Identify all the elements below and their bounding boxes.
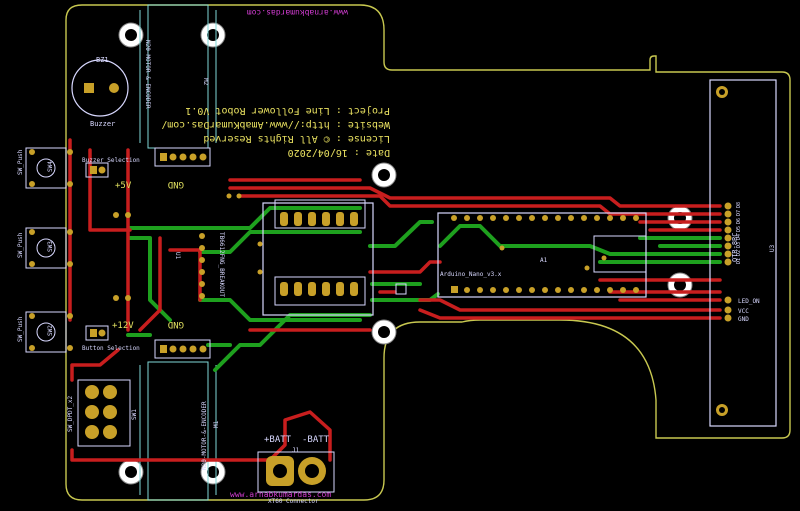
xt60-connector: [257, 451, 335, 493]
net-5v: +5V: [115, 181, 132, 191]
arduino-pins-top: [451, 215, 639, 293]
buzzer-selection-label: Buzzer Selection: [82, 157, 140, 164]
buzzer: [71, 59, 129, 117]
mounting-holes: [118, 22, 693, 485]
website-line: Website : http://www.AmabKumarDas.com/: [161, 119, 390, 130]
dpdt-label: SW_DPDT_x2: [67, 395, 74, 432]
board-outline: [65, 4, 791, 501]
date-line: Date : 16/04/2020: [288, 147, 390, 158]
button-selection-label: Button Selection: [82, 345, 140, 352]
license-line: License : © All Rights Reserved: [203, 133, 390, 144]
project-notes: Project : Line Follower Robot V0.1 Websi…: [161, 105, 390, 158]
qtr-pin-d1: D1: [736, 258, 742, 264]
sw4-ref: SW4: [47, 161, 54, 172]
project-line: Project : Line Follower Robot V0.1: [185, 105, 390, 116]
tb6612-label: TB6612FNG_BREAKOUT: [218, 232, 225, 297]
arduino-nano-module: [437, 212, 647, 298]
m1-ref: M1: [213, 420, 220, 428]
sw-push-2-label: SW_Push: [17, 232, 24, 258]
j1-ref: J1: [292, 447, 300, 454]
qtr-pin-d8: D8: [736, 202, 742, 208]
qtr-pin-labels: D8 D7 D6 D5 D4 D3 D2 D1 LED_ON VCC GND: [736, 202, 760, 323]
qtr-pin-d4: D4: [736, 234, 742, 240]
back-copper-traces: [126, 206, 722, 372]
vias: [113, 193, 607, 301]
sw3-ref: SW3: [47, 241, 54, 252]
top-url: www.arnabkumardas.com: [247, 8, 348, 17]
qtr-pin-d2: D2: [736, 250, 742, 256]
xt60-label: XT60 Connector: [268, 498, 319, 505]
motor-driver-module: [262, 199, 374, 316]
u1-ref: U1: [174, 252, 181, 260]
net-gnd-top: GND: [168, 179, 184, 189]
buzzer-label: Buzzer: [90, 120, 115, 128]
m2-ref: M2: [202, 78, 209, 86]
sw2-ref: SW2: [47, 325, 54, 336]
sw1-ref: SW1: [131, 409, 138, 420]
batt-minus-label: -BATT: [302, 435, 330, 445]
sw-push-3-label: SW_Push: [17, 316, 24, 342]
buzzer-ref: BZ1: [96, 56, 109, 64]
qtr-pin-gnd: GND: [738, 316, 749, 323]
encoder-top-label: N20-MOTOR-&-ENCODER: [144, 40, 151, 109]
encoder-bottom-label: N20-MOTOR-&-ENCODER: [201, 401, 208, 470]
net-gnd-bottom: GND: [168, 319, 184, 329]
u3-ref: U3: [769, 244, 776, 252]
qtr-pin-vcc: VCC: [738, 308, 749, 315]
qtr-pin-d6: D6: [736, 218, 742, 224]
qtr-pin-d7: D7: [736, 210, 742, 216]
bottom-url: www.arnabkumardas.com: [230, 490, 331, 499]
qtr-pin-d3: D3: [736, 242, 742, 248]
sw-push-1-label: SW_Push: [17, 149, 24, 175]
qtr-pin-d5: D5: [736, 226, 742, 232]
qtr-pin-led-on: LED_ON: [738, 298, 760, 305]
push-switches: [25, 147, 73, 353]
qtr-label: QTR-8RC: [731, 232, 739, 262]
selection-jumpers: [85, 162, 109, 341]
motor-headers: [154, 147, 211, 359]
a1-ref: A1: [540, 257, 548, 264]
net-12v: +12V: [112, 321, 134, 331]
qtr-sensor: [709, 79, 777, 427]
dpdt-switch: [77, 379, 131, 447]
arduino-label: Arduino_Nano_v3.x: [440, 271, 502, 278]
batt-plus-label: +BATT: [264, 435, 292, 445]
